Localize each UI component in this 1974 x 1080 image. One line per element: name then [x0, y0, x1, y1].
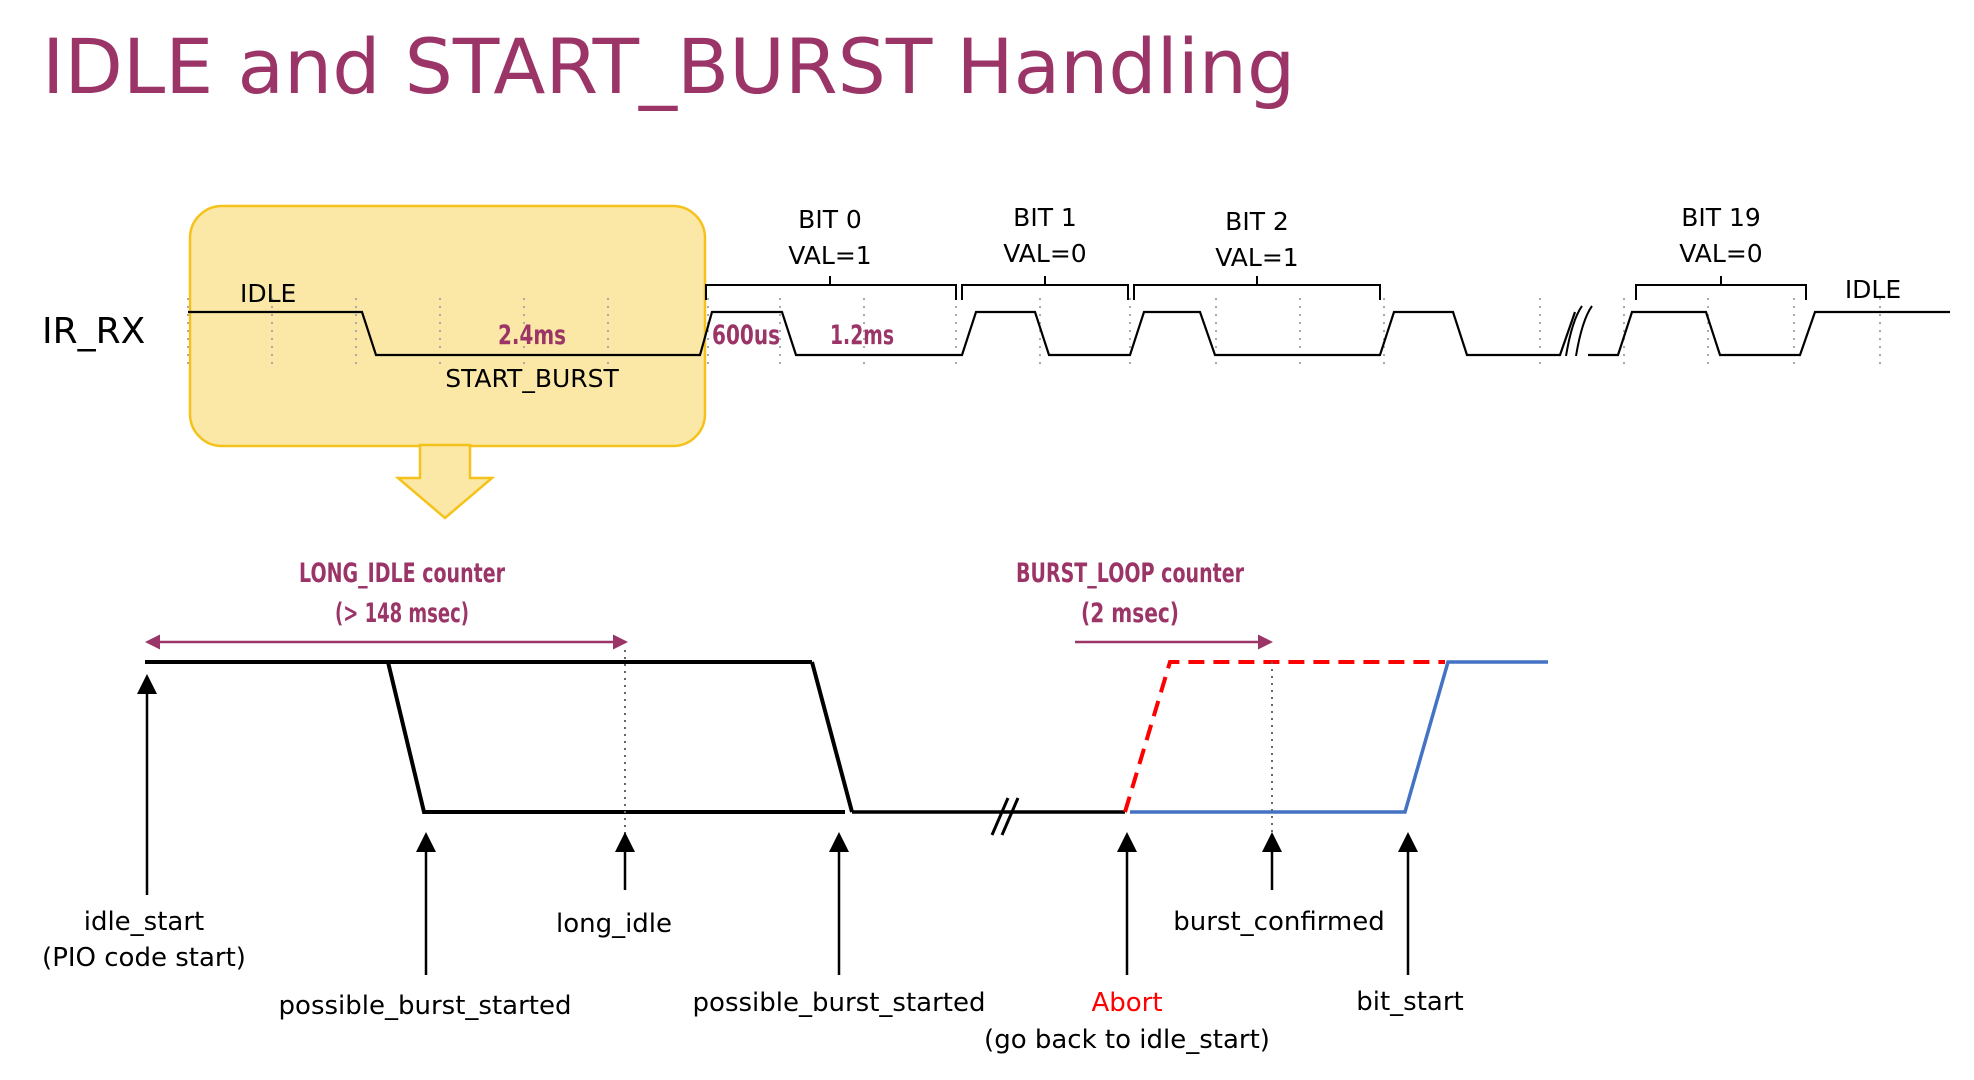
signal-name: IR_RX	[42, 311, 145, 352]
bit-1-value: VAL=0	[1003, 239, 1086, 268]
bit-1-label: BIT 1	[1013, 203, 1077, 232]
duration-600us: 600us	[712, 320, 780, 351]
start-burst-highlight	[188, 204, 707, 448]
event-abort-note: (go back to idle_start)	[984, 1025, 1270, 1055]
signal-break-icon	[1565, 305, 1593, 357]
event-long-idle: long_idle	[556, 909, 672, 939]
bit-19-value: VAL=0	[1679, 239, 1762, 268]
event-possible-burst-started-2: possible_burst_started	[693, 988, 986, 1018]
bit-braces	[705, 276, 1807, 300]
zoomed-waveform	[145, 660, 1548, 814]
duration-1-2ms: 1.2ms	[830, 320, 894, 351]
bit-2-label: BIT 2	[1225, 207, 1289, 236]
down-arrow-icon	[394, 443, 496, 520]
event-idle-start: idle_start	[84, 907, 205, 937]
idle-right-label: IDLE	[1845, 275, 1901, 304]
bit-0-value: VAL=1	[788, 241, 871, 270]
duration-2-4ms: 2.4ms	[498, 320, 566, 351]
event-guides	[624, 650, 1273, 835]
bit-19-label: BIT 19	[1681, 203, 1761, 232]
bit-2-value: VAL=1	[1215, 243, 1298, 272]
slide-title: IDLE and START_BURST Handling	[42, 22, 1296, 111]
event-arrows	[137, 674, 1418, 975]
bit-0-label: BIT 0	[798, 205, 862, 234]
event-possible-burst-started-1: possible_burst_started	[279, 991, 572, 1021]
long-idle-counter-value: (> 148 msec)	[335, 598, 469, 629]
waveform-break-icon	[990, 797, 1020, 836]
event-idle-start-note: (PIO code start)	[42, 943, 246, 973]
long-idle-counter-title: LONG_IDLE counter	[299, 558, 505, 589]
burst-loop-counter-title: BURST_LOOP counter	[1016, 558, 1244, 589]
event-bit-start: bit_start	[1356, 987, 1463, 1017]
start-burst-label: START_BURST	[445, 364, 619, 393]
idle-left-label: IDLE	[240, 279, 296, 308]
ir-rx-waveform	[188, 310, 1577, 357]
event-burst-confirmed: burst_confirmed	[1173, 907, 1385, 937]
event-abort: Abort	[1091, 988, 1162, 1018]
ir-rx-waveform-right	[1588, 310, 1950, 357]
burst-loop-counter-value: (2 msec)	[1081, 598, 1179, 629]
